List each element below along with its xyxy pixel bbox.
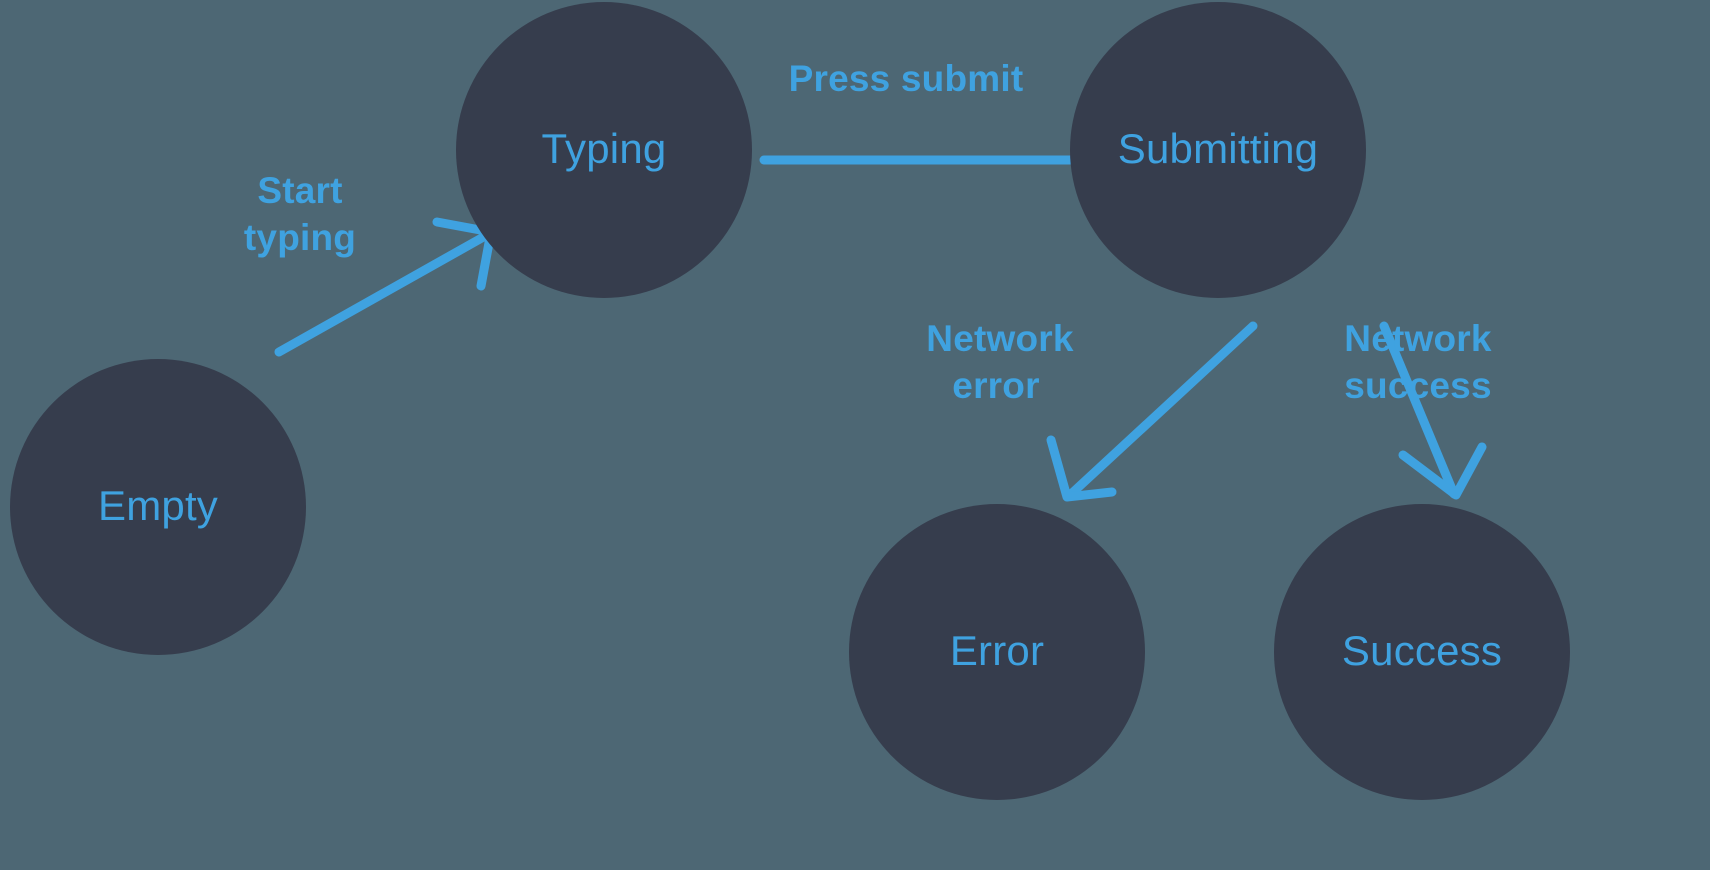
state-label-typing: Typing	[542, 125, 667, 172]
state-circle-error	[849, 504, 1145, 800]
transition-label-network-error-line2: error	[952, 365, 1039, 406]
transition-label-start-typing-line1: Start	[257, 170, 342, 211]
edge-network-error-arrowhead	[1046, 435, 1117, 502]
transition-labels: Start typing Press submit Network error …	[244, 58, 1492, 406]
transition-label-start-typing: Start typing	[244, 170, 356, 258]
edge-network-success-line	[1379, 321, 1459, 499]
state-nodes: Empty Typing Submitting Error Success	[10, 2, 1570, 800]
edge-network-error-line	[1065, 321, 1258, 500]
state-circle-submitting	[1070, 2, 1366, 298]
state-label-empty: Empty	[98, 482, 218, 529]
state-label-error: Error	[950, 627, 1044, 674]
state-node-error[interactable]: Error	[849, 504, 1145, 800]
transition-label-network-success-line2: success	[1344, 365, 1491, 406]
transition-label-network-success: Network success	[1344, 318, 1492, 406]
state-circle-typing	[456, 2, 752, 298]
state-label-success: Success	[1342, 627, 1502, 674]
transition-label-start-typing-line2: typing	[244, 217, 356, 258]
edge-network-success-arrowhead	[1398, 442, 1487, 500]
state-circle-success	[1274, 504, 1570, 800]
transition-label-network-success-line1: Network	[1344, 318, 1492, 359]
state-node-submitting[interactable]: Submitting	[1070, 2, 1366, 298]
edge-network-error[interactable]	[1046, 321, 1258, 502]
edge-start-typing-line	[274, 230, 492, 357]
state-node-success[interactable]: Success	[1274, 504, 1570, 800]
state-label-submitting: Submitting	[1118, 125, 1318, 172]
edge-network-success[interactable]	[1379, 321, 1487, 500]
transition-label-network-error-line1: Network	[926, 318, 1074, 359]
state-node-empty[interactable]: Empty	[10, 359, 306, 655]
transition-label-press-submit-line1: Press submit	[789, 58, 1024, 99]
transition-label-network-error: Network error	[926, 318, 1074, 406]
state-node-typing[interactable]: Typing	[456, 2, 752, 298]
transition-edges	[274, 120, 1487, 502]
state-circle-empty	[10, 359, 306, 655]
transition-label-press-submit: Press submit	[789, 58, 1024, 99]
